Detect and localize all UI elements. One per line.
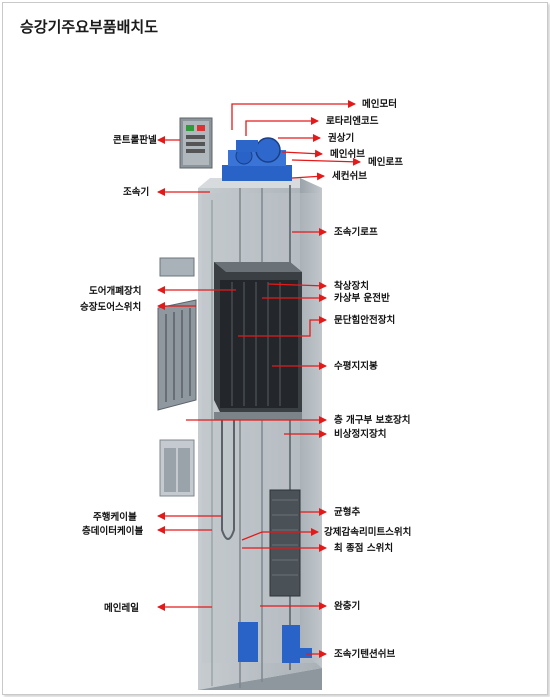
label-control-panel: 콘트롤판넬 [113,134,157,146]
counterweight [269,489,301,597]
label-hoist: 권상기 [328,132,354,144]
label-floor-opening-protection: 층 개구부 보호장치 [334,414,411,426]
label-governor-rope: 조속기로프 [334,226,378,238]
door-operator-thumbnail [159,257,195,277]
label-car-top-panel: 카상부 운전반 [334,292,390,304]
arrow-door-safety [238,316,327,337]
label-second-sheave: 세컨쉬브 [332,170,367,182]
label-counterweight: 균형추 [334,506,360,518]
label-main-rope: 메인로프 [368,156,403,168]
elevator-car [214,262,302,420]
landing-door [157,299,197,411]
traction-machine [222,137,292,181]
label-landing-door-switch: 승장도어스위치 [80,301,141,313]
label-rotary-encoder: 로타리엔코드 [326,115,379,127]
arrow-forced-slowdown-switch [241,528,319,541]
hall-door-thumbnail [159,439,195,497]
label-emergency-stop: 비상정지장치 [334,428,386,440]
label-forced-slowdown-switch: 강제감속리미트스위치 [324,526,411,538]
travelling-cable [221,420,235,540]
label-floor-data-cable: 층데이터케이블 [82,525,143,537]
arrow-rotary-encoder [245,117,319,136]
control-panel [179,117,213,169]
label-governor: 조속기 [123,186,149,198]
label-governor-tension-sheave: 조속기텐션쉬브 [334,648,395,660]
right-labels: 메인모터 로타리엔코드 권상기 메인쉬브 메인로프 세컨쉬브 조속기로프 착상장… [186,98,411,660]
label-landing-device: 착상장치 [334,280,369,292]
label-horizontal-bar: 수평지지봉 [334,360,378,372]
label-main-rail: 메인레일 [104,602,139,614]
arrow-second-sheave [291,172,325,181]
page-title: 승강기주요부품배치도 [20,18,159,36]
arrow-main-motor [231,100,356,130]
pit-equipment [238,622,312,663]
label-travelling-cable: 주행케이블 [93,511,137,523]
arrow-main-sheave [281,149,323,158]
arrow-landing-device [267,281,327,290]
label-final-limit-switch: 최 종점 스위치 [334,542,393,554]
label-main-sheave: 메인쉬브 [330,148,365,160]
label-main-motor: 메인모터 [362,98,397,110]
arrow-main-rope [291,157,361,166]
left-labels: 콘트롤판넬 조속기 도어개폐장치 승장도어스위치 주행케이블 층데이터케이블 메… [80,134,236,614]
label-door-safety: 문단힘안전장치 [334,314,395,326]
label-door-operator: 도어개폐장치 [89,285,141,297]
label-buffer: 완충기 [334,600,360,612]
